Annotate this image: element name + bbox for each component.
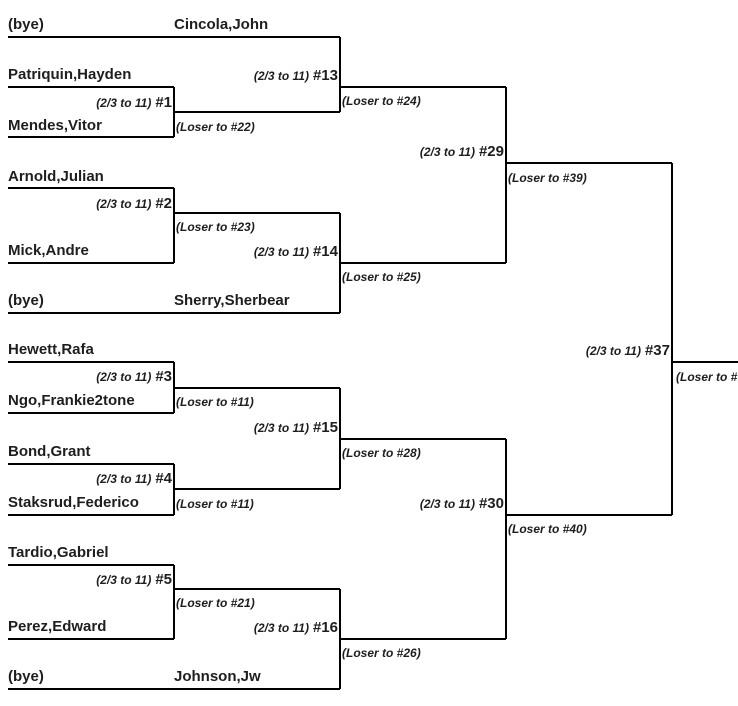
match-29-loser: (Loser to #39) [508, 171, 587, 185]
match-format: (2/3 to 11) [96, 96, 151, 110]
match-5-label: (2/3 to 11) #5 [96, 571, 172, 588]
match-16-label: (2/3 to 11) #16 [254, 619, 338, 636]
player-bye-top: (bye) [8, 16, 44, 33]
player-ngo: Ngo,Frankie2tone [8, 392, 135, 409]
match-format: (2/3 to 11) [96, 472, 151, 486]
match-13-label: (2/3 to 11) #13 [254, 67, 338, 84]
match-1-label: (2/3 to 11) #1 [96, 94, 172, 111]
player-johnson: Johnson,Jw [174, 668, 261, 685]
match-format: (2/3 to 11) [254, 69, 309, 83]
match-29-label: (2/3 to 11) #29 [420, 143, 504, 160]
match-number: #30 [479, 495, 504, 512]
match-number: #29 [479, 143, 504, 160]
player-hewett: Hewett,Rafa [8, 341, 95, 358]
player-bye-mid: (bye) [8, 292, 44, 309]
match-number: #4 [155, 470, 172, 487]
match-number: #5 [155, 571, 172, 588]
match-5-loser: (Loser to #21) [176, 596, 255, 610]
match-number: #37 [645, 342, 670, 359]
match-37-loser: (Loser to # [676, 370, 738, 384]
match-number: #3 [155, 368, 172, 385]
match-37-lines [506, 162, 738, 516]
match-format: (2/3 to 11) [254, 245, 309, 259]
match-3-label: (2/3 to 11) #3 [96, 368, 172, 385]
match-4-loser: (Loser to #11) [176, 497, 254, 511]
match-5-lines [8, 564, 175, 640]
match-format: (2/3 to 11) [96, 197, 151, 211]
match-16-loser: (Loser to #26) [342, 646, 421, 660]
player-patriquin: Patriquin,Hayden [8, 66, 131, 83]
match-number: #13 [313, 67, 338, 84]
match-13-loser: (Loser to #24) [342, 94, 421, 108]
match-30-loser: (Loser to #40) [508, 522, 587, 536]
match-2-label: (2/3 to 11) #2 [96, 195, 172, 212]
player-staksrud: Staksrud,Federico [8, 494, 139, 511]
player-perez: Perez,Edward [8, 618, 106, 635]
match-number: #14 [313, 243, 339, 260]
match-format: (2/3 to 11) [254, 621, 309, 635]
match-1-loser: (Loser to #22) [176, 120, 255, 134]
match-number: #15 [313, 419, 338, 436]
match-37-label: (2/3 to 11) #37 [586, 342, 670, 359]
match-format: (2/3 to 11) [586, 344, 641, 358]
player-sherry: Sherry,Sherbear [174, 292, 290, 309]
match-format: (2/3 to 11) [420, 497, 475, 511]
player-bond: Bond,Grant [8, 443, 91, 460]
player-bye-bottom: (bye) [8, 668, 44, 685]
player-cincola: Cincola,John [174, 16, 268, 33]
match-2-loser: (Loser to #23) [176, 220, 255, 234]
match-number: #1 [155, 94, 172, 111]
player-arnold: Arnold,Julian [8, 168, 104, 185]
match-30-label: (2/3 to 11) #30 [420, 495, 504, 512]
match-number: #16 [313, 619, 338, 636]
match-3-loser: (Loser to #11) [176, 395, 254, 409]
match-format: (2/3 to 11) [420, 145, 475, 159]
match-30-lines [340, 438, 507, 640]
match-format: (2/3 to 11) [96, 370, 151, 384]
match-15-label: (2/3 to 11) #15 [254, 419, 338, 436]
match-29-lines [340, 86, 507, 264]
player-tardio: Tardio,Gabriel [8, 544, 109, 561]
match-format: (2/3 to 11) [254, 421, 309, 435]
player-mendes: Mendes,Vitor [8, 117, 102, 134]
match-format: (2/3 to 11) [96, 573, 151, 587]
match-number: #2 [155, 195, 172, 212]
match-4-label: (2/3 to 11) #4 [96, 470, 172, 487]
match-14-label: (2/3 to 11) #14 [254, 243, 339, 260]
player-mick: Mick,Andre [8, 242, 89, 259]
match-2-lines [8, 187, 175, 264]
match-13-lines [8, 36, 341, 113]
match-15-loser: (Loser to #28) [342, 446, 421, 460]
match-14-loser: (Loser to #25) [342, 270, 421, 284]
